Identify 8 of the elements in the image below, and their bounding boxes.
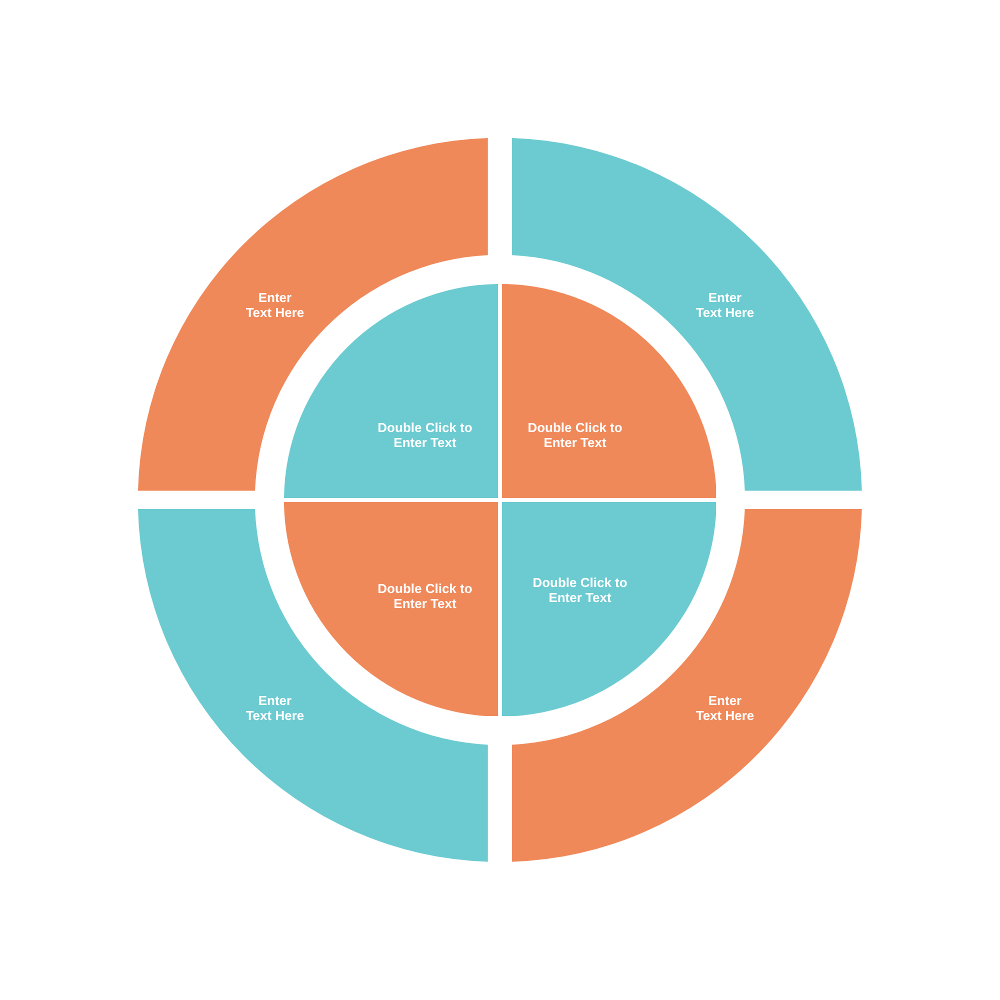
segment-label: Enter Text Here: [244, 693, 305, 723]
segment-label: Double Click to Enter Text: [526, 420, 624, 450]
segment-label: Double Click to Enter Text: [376, 420, 474, 450]
segment-label: Enter Text Here: [695, 290, 755, 320]
segment-label: Double Click to Enter Text: [376, 581, 474, 611]
segment-label: Enter Text Here: [695, 693, 755, 723]
segment-label: Enter Text Here: [244, 290, 305, 320]
segment-label: Double Click to Enter Text: [532, 575, 628, 605]
